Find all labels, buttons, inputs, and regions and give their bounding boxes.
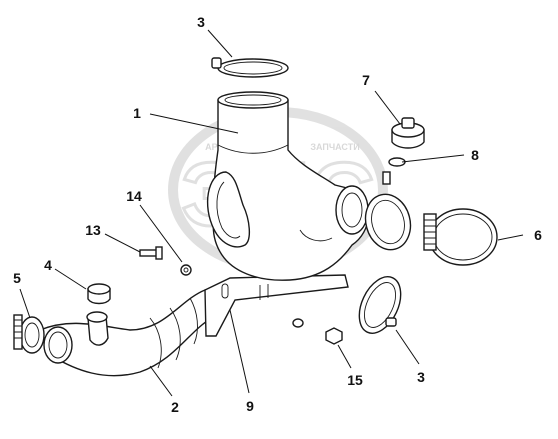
washer bbox=[180, 264, 192, 276]
callout-1: 1 bbox=[133, 105, 141, 121]
hose-clamp-right bbox=[364, 193, 498, 266]
leader-lines bbox=[19, 29, 524, 397]
callout-7: 7 bbox=[362, 72, 370, 88]
hose-clamp-left bbox=[13, 314, 45, 354]
nut bbox=[292, 318, 343, 345]
hose-pipe bbox=[39, 289, 213, 377]
callout-14: 14 bbox=[126, 188, 142, 204]
callout-5: 5 bbox=[13, 270, 21, 286]
callout-labels: 3 1 7 8 6 14 13 4 5 2 9 15 3 bbox=[13, 14, 542, 415]
callout-4: 4 bbox=[44, 257, 52, 273]
callout-2: 2 bbox=[171, 399, 179, 415]
mounting-bracket bbox=[204, 274, 349, 337]
clamp-ring-top bbox=[211, 57, 289, 78]
callout-15: 15 bbox=[347, 372, 363, 388]
watermark-text-right: ЗАПЧАСТИ bbox=[310, 142, 359, 152]
callout-3-top: 3 bbox=[197, 14, 205, 30]
callout-8: 8 bbox=[471, 147, 479, 163]
seal-fitting bbox=[382, 157, 406, 185]
callout-9: 9 bbox=[246, 398, 254, 414]
callout-3-bottom: 3 bbox=[417, 369, 425, 385]
cap bbox=[87, 283, 111, 305]
intake-housing bbox=[206, 91, 370, 281]
clamp-ring-bottom bbox=[358, 276, 402, 334]
sensor-plug bbox=[391, 117, 425, 149]
bolt bbox=[139, 246, 163, 260]
callout-13: 13 bbox=[85, 222, 101, 238]
callout-6: 6 bbox=[534, 227, 542, 243]
